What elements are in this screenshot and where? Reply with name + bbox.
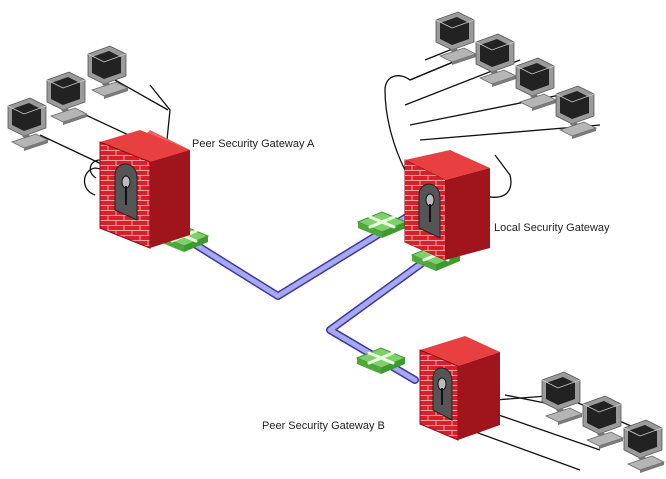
computer-icon — [555, 85, 597, 140]
firewall-icon — [404, 150, 490, 261]
router-icon — [356, 210, 408, 240]
computer-icon — [582, 395, 624, 450]
computer-icon — [515, 57, 557, 112]
computers-lan-a — [7, 45, 129, 152]
computers-lan-b — [541, 371, 665, 474]
gateway-b-label: Peer Security Gateway B — [262, 420, 385, 432]
computer-icon — [435, 11, 477, 66]
computer-icon — [87, 45, 129, 100]
computer-icon — [475, 33, 517, 88]
gateway-a-label: Peer Security Gateway A — [192, 138, 315, 150]
computer-icon — [7, 97, 49, 152]
computer-icon — [541, 371, 583, 426]
local-gateway-label: Local Security Gateway — [494, 222, 610, 234]
firewall-icon — [419, 336, 500, 441]
computers-lan-local — [435, 11, 597, 140]
firewall-icon — [99, 130, 190, 249]
computer-icon — [623, 419, 665, 474]
computer-icon — [46, 71, 88, 126]
